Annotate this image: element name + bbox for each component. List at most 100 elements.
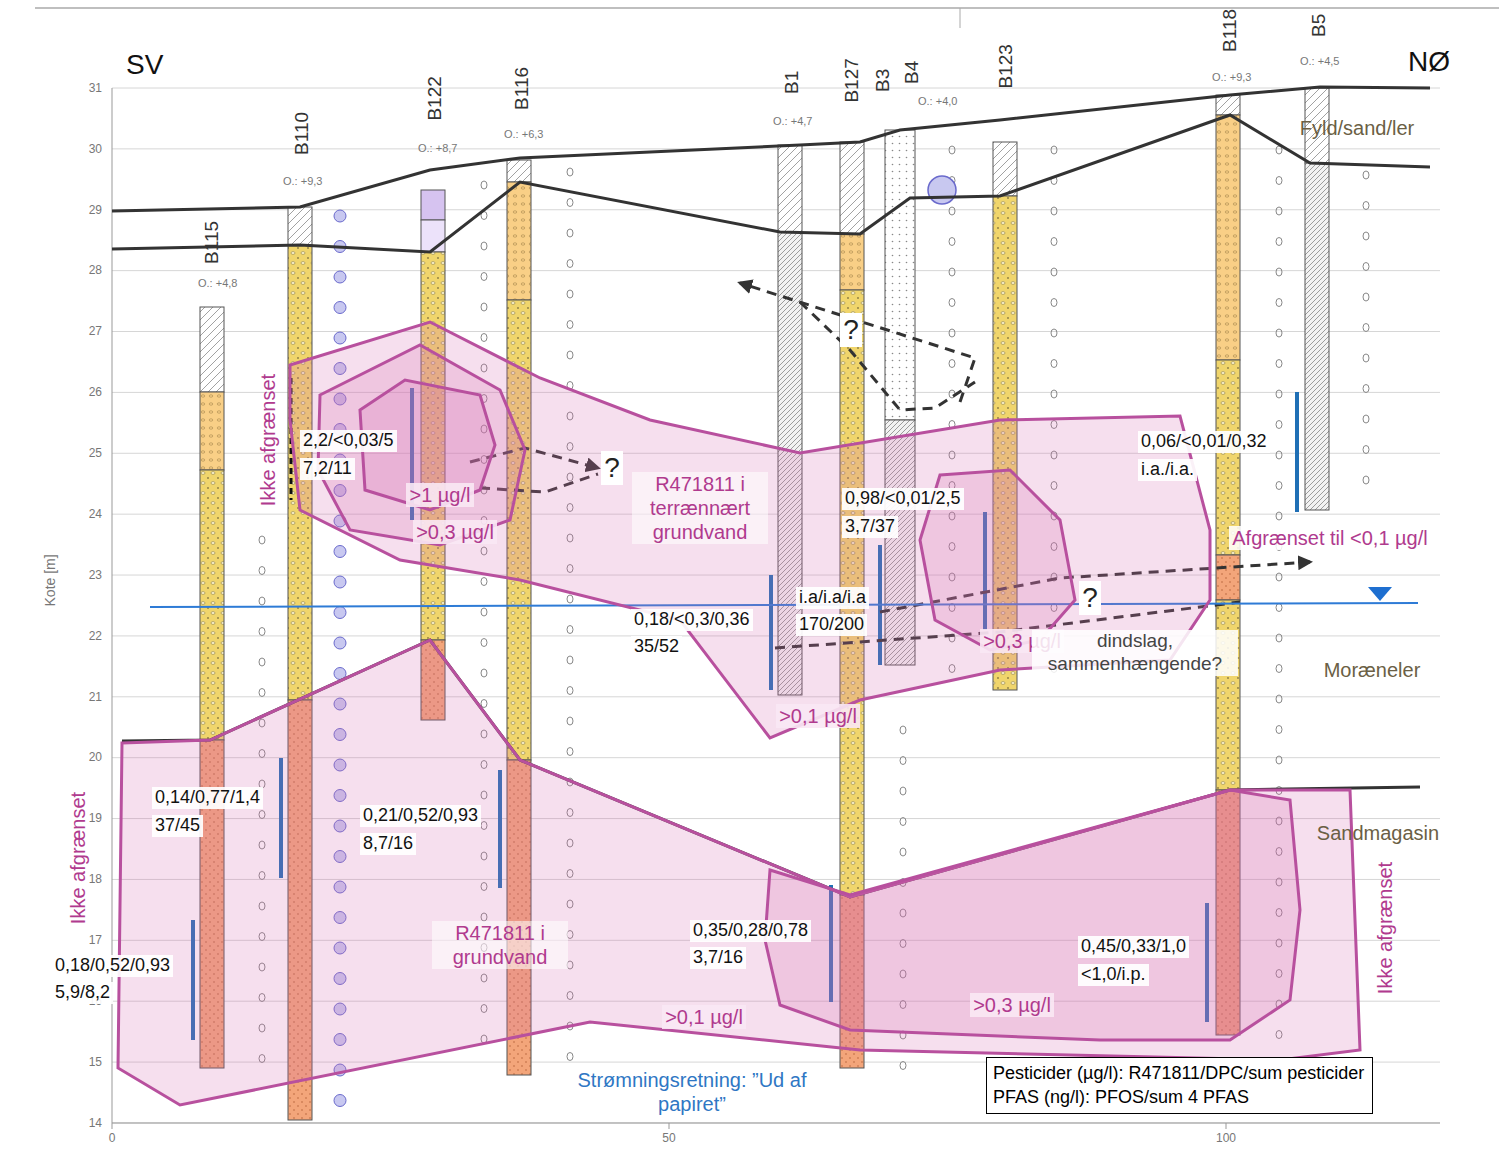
sample-mark — [1276, 451, 1282, 459]
measurement-value: 3,7/37 — [842, 516, 898, 538]
sample-symbol — [334, 637, 346, 649]
elevation-note: O.: +4,8 — [198, 277, 237, 290]
sample-symbol — [334, 1095, 346, 1107]
layer-name: Moræneler — [1324, 658, 1421, 682]
borehole-layer — [200, 307, 224, 392]
sample-mark — [900, 757, 906, 765]
sample-mark — [481, 700, 487, 708]
measurement-value: 5,9/8,2 — [52, 982, 113, 1004]
sample-mark — [1363, 171, 1369, 179]
sample-mark — [1276, 665, 1282, 673]
sample-mark — [1363, 415, 1369, 423]
borehole-name: B4 — [902, 60, 925, 83]
borehole-layer — [200, 470, 224, 740]
sample-mark — [1363, 232, 1369, 240]
sample-mark — [949, 268, 955, 276]
axis-tick-label: 25 — [89, 446, 102, 460]
legend-box: Pesticider (µg/l): R471811/DPC/sum pesti… — [986, 1057, 1373, 1114]
borehole-layer — [288, 207, 312, 245]
borehole-name: B115 — [201, 221, 224, 264]
direction-label: SV — [126, 48, 163, 82]
sample-mark — [567, 748, 573, 756]
sample-mark — [1363, 385, 1369, 393]
borehole-layer — [1216, 555, 1240, 600]
measurement-value: 0,45/0,33/1,0 — [1078, 936, 1189, 958]
sample-mark — [567, 168, 573, 176]
sample-mark — [1363, 446, 1369, 454]
axis-tick-label: 14 — [89, 1116, 102, 1130]
sample-mark — [567, 351, 573, 359]
elevation-note: O.: +9,3 — [283, 175, 322, 188]
measurement-value: 170/200 — [796, 614, 867, 636]
borehole-layer — [840, 234, 864, 290]
layer-note: dindslag, sammenhængende? — [1032, 630, 1238, 676]
axis-tick-label: 18 — [89, 872, 102, 886]
sample-symbol — [334, 332, 346, 344]
sample-mark — [949, 238, 955, 246]
sample-mark — [481, 639, 487, 647]
sample-mark — [1363, 476, 1369, 484]
borehole-name: B116 — [511, 67, 534, 110]
sample-mark — [949, 146, 955, 154]
axis-tick — [112, 1123, 113, 1129]
sample-mark — [900, 787, 906, 795]
measurement-value: 0,21/0,52/0,93 — [360, 805, 481, 827]
axis-tick-label: 20 — [89, 750, 102, 764]
sample-mark — [1276, 482, 1282, 490]
sample-mark — [1276, 360, 1282, 368]
axis-tick-label: 19 — [89, 811, 102, 825]
measurement-value: 0,35/0,28/0,78 — [690, 920, 811, 942]
axis-title: Kote [m] — [42, 554, 59, 606]
sample-mark — [567, 229, 573, 237]
sample-mark — [567, 595, 573, 603]
sample-mark — [567, 290, 573, 298]
axis-tick-label: 27 — [89, 324, 102, 338]
borehole-name: B122 — [424, 76, 447, 120]
axis-tick-label: 100 — [1216, 1131, 1236, 1145]
direction-label: NØ — [1408, 45, 1450, 79]
sample-mark — [900, 726, 906, 734]
sample-mark — [259, 689, 265, 697]
axis-tick-label: 15 — [89, 1055, 102, 1069]
axis-tick-label: 30 — [89, 142, 102, 156]
sample-mark — [1276, 421, 1282, 429]
plume-outline — [765, 790, 1300, 1040]
well-symbol — [928, 176, 956, 204]
frame-line — [960, 8, 961, 28]
borehole-layer — [421, 190, 445, 220]
frame-line — [35, 7, 1499, 9]
borehole-name: B123 — [995, 44, 1018, 88]
measurement-value: 37/45 — [152, 815, 203, 837]
boundary-note: Ikke afgrænset — [66, 792, 90, 924]
sample-mark — [481, 303, 487, 311]
axis-tick-label: 17 — [89, 933, 102, 947]
sample-mark — [481, 242, 487, 250]
sample-mark — [1363, 202, 1369, 210]
axis-tick-label: 31 — [89, 81, 102, 95]
sample-mark — [1276, 573, 1282, 581]
borehole-name: B110 — [291, 112, 314, 155]
measurement-value: 3,7/16 — [690, 947, 746, 969]
borehole-layer — [885, 130, 915, 420]
axis-tick-label: 21 — [89, 690, 102, 704]
concentration-label: >0,1 µg/l — [776, 704, 860, 728]
sample-symbol — [334, 271, 346, 283]
sample-mark — [481, 273, 487, 281]
sample-mark — [259, 597, 265, 605]
borehole-layer — [1216, 95, 1240, 115]
elevation-note: O.: +8,7 — [418, 142, 457, 155]
borehole-name: B5 — [1309, 13, 1332, 36]
sample-mark — [567, 626, 573, 634]
borehole-name: B1 — [782, 70, 805, 93]
axis-tick-label: 29 — [89, 203, 102, 217]
sample-mark — [949, 329, 955, 337]
sample-mark — [567, 199, 573, 207]
sample-mark — [1363, 293, 1369, 301]
question-mark: ? — [601, 451, 623, 485]
concentration-label: >0,1 µg/l — [662, 1005, 746, 1029]
sample-mark — [1363, 263, 1369, 271]
sample-mark — [900, 848, 906, 856]
concentration-label: R471811 i terrænnært grundvand — [632, 472, 768, 544]
borehole-layer — [778, 145, 802, 232]
